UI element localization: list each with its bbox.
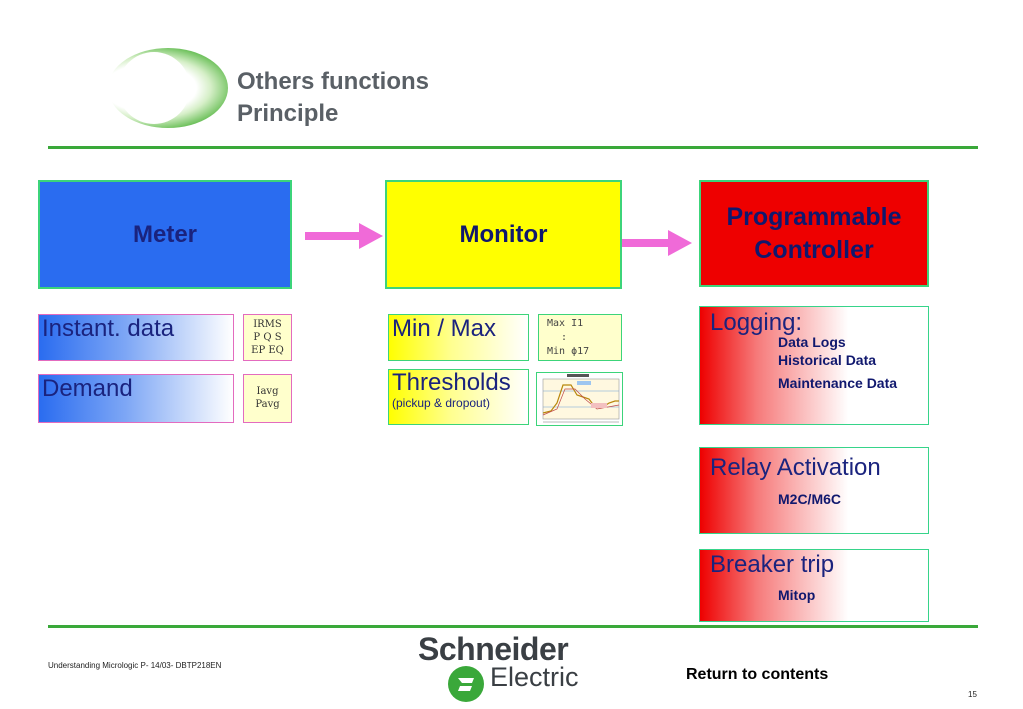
plc-label-line-1: Programmable (726, 202, 902, 231)
arrow-right-icon (622, 229, 692, 257)
monitor-box: Monitor (385, 180, 622, 289)
brand-name-schneider: Schneider (418, 631, 569, 667)
logging-detail-item: Data Logs (778, 334, 846, 350)
meter-box: Meter (38, 180, 292, 289)
return-to-contents-link[interactable]: Return to contents (686, 666, 829, 683)
monitor-label: Monitor (459, 220, 548, 248)
footer-divider (48, 625, 978, 628)
mini-value: Iavg (256, 386, 279, 397)
meter-label: Meter (132, 220, 198, 248)
demand-box: Demand (38, 374, 234, 423)
logging-detail-item: Maintenance Data (778, 375, 898, 391)
threshold-graph-icon (542, 374, 620, 423)
relay-activation-detail: M2C/M6C (778, 491, 842, 507)
logging-label: Logging: (710, 309, 803, 336)
logging-box: Logging: Data Logs Historical Data Maint… (699, 306, 929, 425)
demand-label: Demand (42, 375, 133, 402)
demand-values: Iavg Pavg (243, 374, 292, 423)
logging-details: Data Logs Historical Data Maintenance Da… (710, 333, 928, 392)
thresholds-sub-label: (pickup & dropout) (392, 396, 491, 410)
decorative-ball-highlight (118, 52, 190, 124)
breaker-trip-box: Breaker trip Mitop (699, 549, 929, 622)
min-max-label: Min / Max (392, 315, 497, 342)
relay-activation-box: Relay Activation M2C/M6C (699, 447, 929, 534)
instant-data-box: Instant. data (38, 314, 234, 361)
page-number: 15 (968, 690, 977, 699)
mini-value: EP EQ (251, 345, 284, 356)
plc-label-line-2: Controller (754, 235, 874, 264)
schneider-electric-logo-icon (446, 664, 486, 704)
arrow-right-icon (305, 221, 383, 251)
page-title: Others functions Principle (237, 66, 429, 130)
mini-value: : (561, 332, 568, 343)
thresholds-label: Thresholds (392, 369, 511, 396)
breaker-trip-label: Breaker trip (710, 551, 835, 578)
mini-value: Min ϕ17 (547, 346, 590, 357)
instant-data-label: Instant. data (42, 315, 175, 342)
title-line-1: Others functions (237, 68, 430, 95)
breaker-trip-detail: Mitop (778, 587, 816, 603)
programmable-controller-box: Programmable Controller (699, 180, 929, 287)
title-line-2: Principle (237, 100, 339, 127)
brand-name-electric: Electric (490, 662, 579, 692)
logging-detail-item: Historical Data (778, 352, 877, 368)
mini-value: P Q S (253, 332, 282, 343)
mini-value: IRMS (253, 319, 282, 330)
mini-value: Max I1 (547, 318, 584, 329)
header-divider (48, 146, 978, 149)
min-max-box: Min / Max (388, 314, 529, 361)
min-max-values: Max I1 : Min ϕ17 (538, 314, 622, 361)
instant-data-values: IRMS P Q S EP EQ (243, 314, 292, 361)
threshold-chart-thumbnail (536, 372, 623, 426)
thresholds-box: Thresholds (pickup & dropout) (388, 369, 529, 425)
relay-activation-label: Relay Activation (710, 454, 881, 481)
document-reference: Understanding Micrologic P- 14/03- DBTP2… (48, 661, 222, 670)
mini-value: Pavg (255, 399, 280, 410)
